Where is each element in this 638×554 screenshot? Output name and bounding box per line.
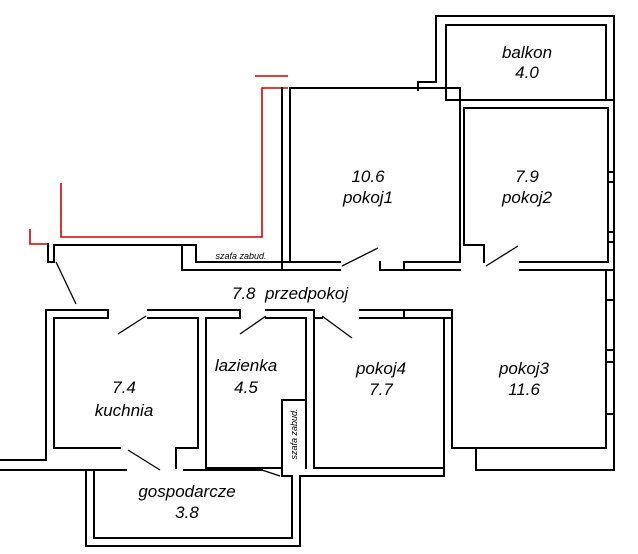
room-labels: balkon 4.0 10.6 pokoj1 7.9 pokoj2 7.8 pr…	[95, 43, 553, 522]
pokoj2-area: 7.9	[515, 167, 539, 186]
entry-wall	[47, 243, 183, 263]
pokoj4-name: pokoj4	[355, 359, 406, 378]
side-closet	[281, 399, 307, 469]
pokoj3-name: pokoj3	[498, 359, 550, 378]
lazienka-area: 4.5	[234, 378, 258, 397]
przedpokoj-label: 7.8 przedpokoj	[232, 284, 349, 303]
kuchnia-name: kuchnia	[95, 401, 154, 420]
gospodarcze-name: gospodarcze	[138, 482, 235, 501]
pokoj3-area: 11.6	[508, 380, 540, 399]
red-outline	[29, 75, 288, 245]
balkon-area: 4.0	[515, 63, 539, 82]
pokoj4-area: 7.7	[369, 380, 393, 399]
door-swings	[55, 245, 519, 477]
pokoj1-area: 10.6	[351, 167, 385, 186]
lazienka-room	[201, 309, 315, 469]
kuchnia-area: 7.4	[112, 378, 136, 397]
balkon-name: balkon	[502, 43, 552, 62]
side-closet-label: szafa zabud.	[289, 408, 299, 459]
top-closet	[181, 244, 289, 271]
top-closet-label: szafa zabud.	[215, 251, 266, 261]
lazienka-name: lazienka	[215, 356, 277, 375]
pokoj1-name: pokoj1	[342, 188, 393, 207]
gospodarcze-area: 3.8	[175, 503, 199, 522]
kuchnia-room	[0, 309, 203, 471]
pokoj3-room	[443, 269, 615, 471]
gospodarcze-room	[85, 467, 445, 547]
pokoj2-room	[459, 87, 615, 471]
pokoj2-name: pokoj2	[501, 188, 553, 207]
